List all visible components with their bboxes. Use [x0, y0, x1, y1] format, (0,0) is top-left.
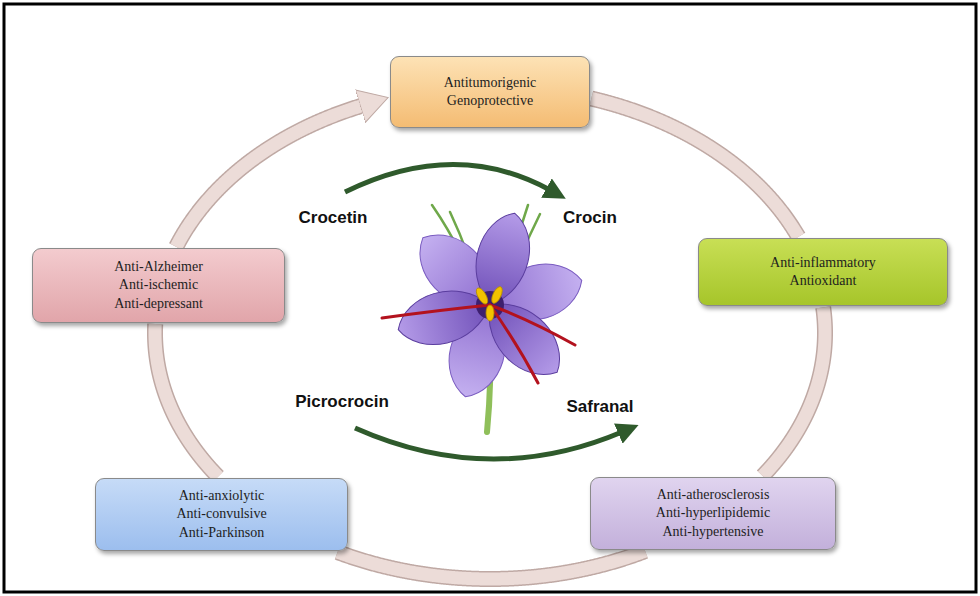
effect-text: Antitumorigenic: [444, 74, 537, 92]
effect-text: Anti-depressant: [114, 295, 203, 313]
picture-frame: [4, 4, 976, 592]
effect-text: Antioxidant: [790, 272, 857, 290]
ring-arc: [763, 307, 825, 476]
effect-text: Anti-Parkinson: [179, 524, 265, 542]
effect-text: Anti-Alzheimer: [114, 258, 203, 276]
conversion-arrow: [345, 164, 550, 192]
conversion-arrow: [355, 428, 622, 459]
compound-label: Picrocrocin: [295, 392, 389, 412]
effect-text: Anti-atherosclerosis: [657, 486, 770, 504]
effect-box: Anti-anxiolyticAnti-convulsiveAnti-Parki…: [95, 478, 348, 551]
compound-label: Safranal: [566, 397, 633, 417]
ring-band: [338, 551, 646, 579]
compound-label: Crocetin: [299, 208, 368, 228]
effect-text: Anti-ischemic: [119, 276, 198, 294]
ring-arc: [591, 99, 798, 237]
ring-outline: [155, 324, 218, 477]
ring-outline: [591, 99, 798, 237]
effect-text: Genoprotective: [447, 92, 533, 110]
ring-arc: [155, 324, 218, 477]
effect-box: Anti-AlzheimerAnti-ischemicAnti-depressa…: [32, 248, 285, 323]
effect-text: Anti-hyperlipidemic: [656, 504, 770, 522]
ring-band: [155, 324, 218, 477]
effect-box: Anti-atherosclerosisAnti-hyperlipidemicA…: [590, 477, 836, 550]
effect-box: AntitumorigenicGenoprotective: [390, 56, 590, 128]
compound-label: Crocin: [563, 208, 617, 228]
ring-band: [763, 307, 825, 476]
effect-text: Anti-convulsive: [176, 505, 266, 523]
effect-box: Anti-inflammatoryAntioxidant: [698, 238, 948, 306]
effect-text: Anti-inflammatory: [770, 254, 876, 272]
effect-text: Anti-anxiolytic: [179, 487, 265, 505]
saffron-flower: [382, 205, 589, 432]
ring-outline: [338, 551, 646, 579]
ring-band: [591, 99, 798, 237]
effect-text: Anti-hypertensive: [662, 523, 763, 541]
ring-outline: [763, 307, 825, 476]
ring-arc: [338, 551, 646, 579]
